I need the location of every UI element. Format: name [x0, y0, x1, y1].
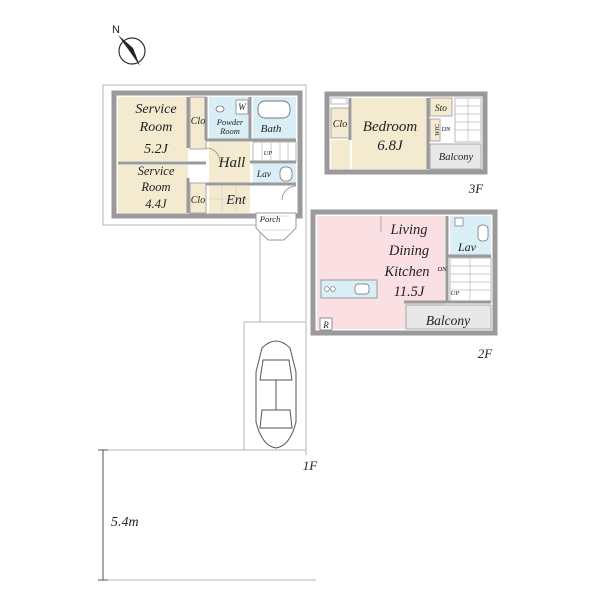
north-arrow-icon	[118, 35, 140, 66]
floor-2f	[310, 209, 498, 336]
service-room-1-size: 5.2J	[144, 142, 169, 157]
hall-label: Hall	[218, 155, 246, 171]
service-room-2-size: 4.4J	[145, 197, 168, 211]
road-width-label: 5.4m	[111, 515, 139, 530]
ldk-size: 11.5J	[394, 284, 425, 300]
service-room-2-label-line2: Room	[140, 180, 170, 194]
w-label: W	[238, 102, 247, 112]
floor-2f-label: 2F	[478, 346, 494, 361]
service-room-1-label-line2: Room	[139, 120, 173, 135]
service-room-1-label-line1: Service	[135, 102, 176, 117]
compass: N	[112, 24, 146, 66]
bedroom-size: 6.8J	[377, 138, 404, 154]
refrigerator-label: R	[322, 320, 329, 330]
ldk-label-line3: Kitchen	[383, 264, 429, 280]
service-room-2-label-line1: Service	[138, 164, 175, 178]
road-dimension	[98, 449, 316, 581]
compass-ring	[118, 37, 146, 65]
balcony-3f-label: Balcony	[439, 152, 474, 163]
balcony-2f-label: Balcony	[426, 313, 470, 328]
ldk-label-line2: Dining	[388, 243, 429, 259]
porch-label: Porch	[259, 214, 280, 224]
ent-label: Ent	[225, 193, 247, 208]
floor-3f	[324, 91, 488, 175]
sto-label: Sto	[435, 104, 447, 114]
up-label-2f: UP	[451, 290, 460, 297]
bath-label: Bath	[261, 123, 282, 135]
floor-1f	[111, 90, 303, 241]
bedroom-label: Bedroom	[363, 119, 418, 135]
lav-label-1f: Lav	[256, 170, 272, 180]
wic-label: WIC	[434, 123, 441, 136]
up-label-1f: UP	[264, 150, 273, 157]
clo-2-label: Clo	[191, 195, 205, 206]
car-icon	[255, 340, 297, 449]
powder-room-label-line1: Powder	[216, 117, 244, 127]
compass-north-label: N	[112, 24, 120, 36]
powder-room-label-line2: Room	[219, 126, 240, 136]
clo-3f-label: Clo	[333, 119, 347, 130]
floor-3f-label: 3F	[468, 181, 485, 196]
dn-label-3f: DN	[440, 126, 451, 133]
clo-1-label: Clo	[191, 116, 205, 127]
floor-1f-label: 1F	[303, 458, 319, 473]
lav-label-2f: Lav	[457, 240, 477, 254]
ldk-label-line1: Living	[389, 222, 427, 238]
dn-label-2f: DN	[436, 266, 447, 273]
